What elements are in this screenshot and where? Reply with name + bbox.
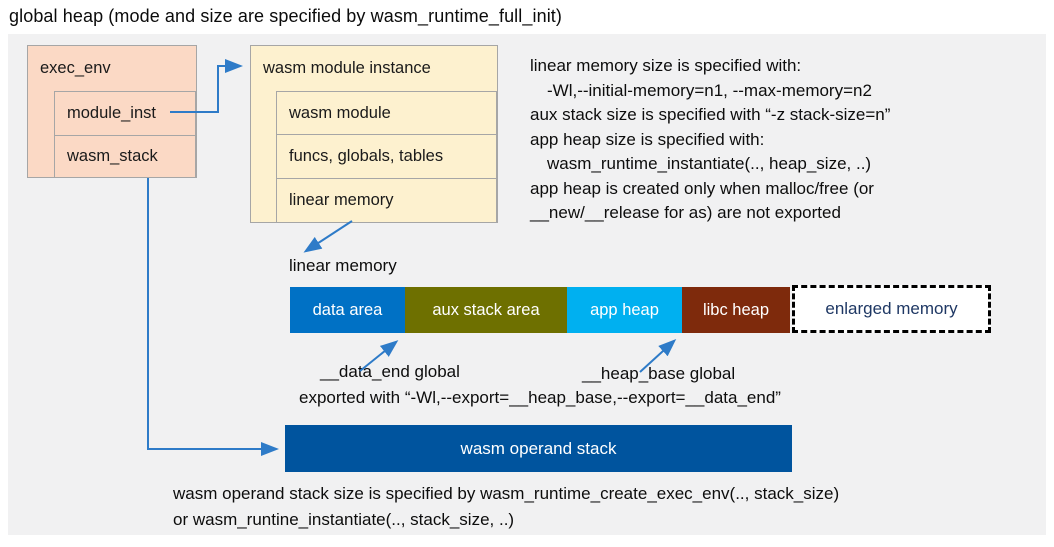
data-end-global-label: __data_end global [320,362,460,381]
exported-with-label: exported with “-Wl,--export=__heap_base,… [299,388,781,407]
note-line: app heap size is specified with: [530,129,765,149]
note-line: linear memory size is specified with: [530,56,802,75]
size-notes: linear memory size is specified with: -W… [530,54,890,226]
operand-stack-note-line1: wasm operand stack size is specified by … [173,484,840,503]
page-title: global heap (mode and size are specified… [9,6,562,26]
exec-env-row-wasm-stack: wasm_stack [54,135,196,178]
note-line: aux stack size is specified with “-z sta… [530,105,891,124]
exec-env-header: exec_env [40,59,111,77]
module-instance-row-linear-memory: linear memory [276,178,497,223]
segment-data-area: data area [290,287,405,333]
note-line: -Wl,--initial-memory=n1, --max-memory=n2 [547,80,872,100]
linear-memory-label: linear memory [289,256,397,275]
heap-base-global-label: __heap_base global [582,364,736,383]
segment-enlarged-memory: enlarged memory [792,285,991,333]
exec-env-row-module-inst: module_inst [54,91,196,136]
segment-app-heap: app heap [567,287,682,333]
note-line: app heap is created only when malloc/fre… [530,178,874,198]
operand-stack-note: wasm operand stack size is specified by … [173,481,839,532]
segment-libc-heap: libc heap [682,287,790,333]
module-instance-box: wasm module instance wasm module funcs, … [250,45,498,223]
exec-env-box: exec_env module_inst wasm_stack [27,45,197,178]
note-line: wasm_runtime_instantiate(.., heap_size, … [547,154,872,173]
wasm-operand-stack-bar: wasm operand stack [285,425,792,472]
operand-stack-note-line2: or wasm_runtine_instantiate(.., stack_si… [173,509,515,529]
module-instance-row-funcs-globals-tables: funcs, globals, tables [276,134,497,179]
module-instance-row-wasm-module: wasm module [276,91,497,135]
segment-aux-stack-area: aux stack area [405,287,567,333]
module-instance-header: wasm module instance [263,59,431,77]
note-line: __new/__release for as) are not exported [530,203,841,222]
